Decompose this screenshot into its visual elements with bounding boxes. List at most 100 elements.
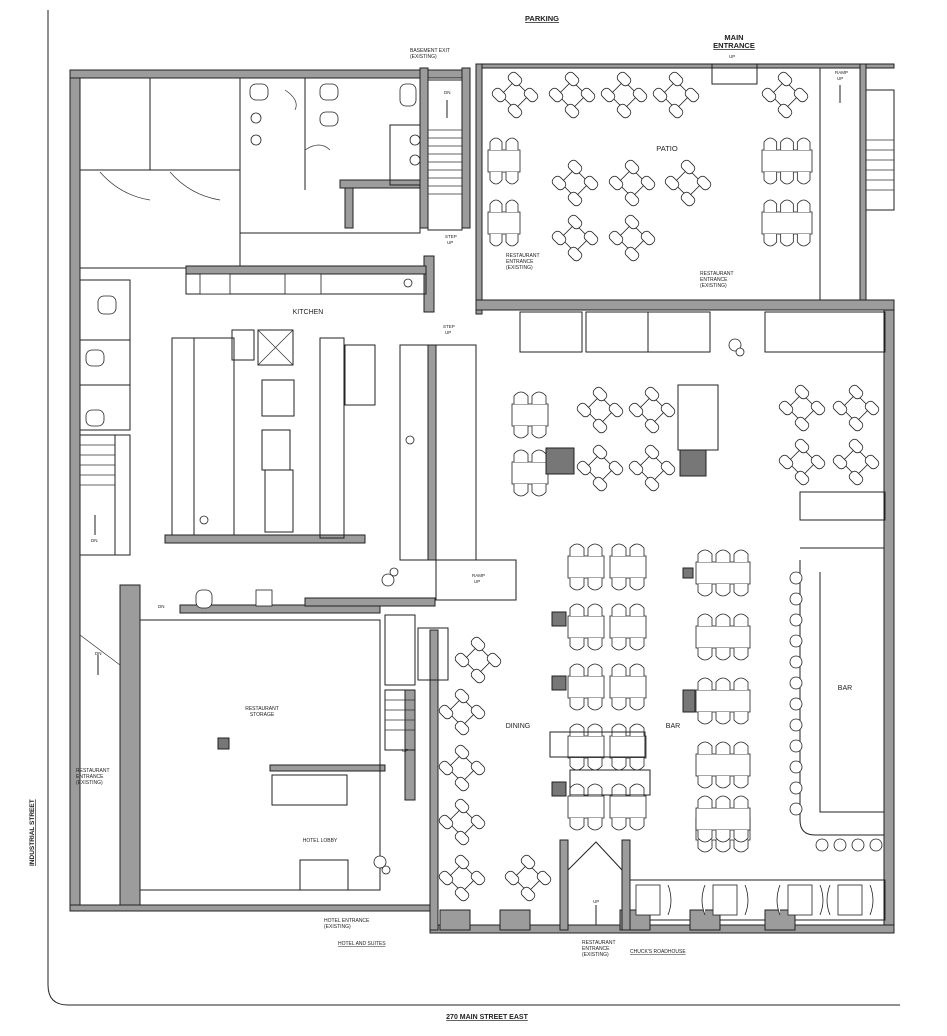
basement-exit-label-2: (EXISTING) xyxy=(410,54,437,60)
bar-area-label: BAR xyxy=(666,723,680,730)
bar-stool xyxy=(851,838,865,852)
chucks-roadhouse-label: CHUCK'S ROADHOUSE xyxy=(630,949,686,955)
four-top-table xyxy=(832,384,880,432)
four-top-table xyxy=(576,444,624,492)
office-rooms xyxy=(79,77,241,269)
bar-stool xyxy=(789,760,803,774)
kitchen-label: KITCHEN xyxy=(293,309,324,316)
rect-table xyxy=(567,663,605,711)
toilet-icon xyxy=(249,83,269,101)
dining-label: DINING xyxy=(506,723,531,730)
west-stair xyxy=(79,434,131,556)
up-label-2: UP xyxy=(593,899,599,904)
parking-label: PARKING xyxy=(525,14,559,23)
restaurant-entrance-patio-label: RESTAURANT xyxy=(700,271,734,277)
bar-stool xyxy=(789,613,803,627)
rect-table xyxy=(609,603,647,651)
industrial-street-label: INDUSTRIAL STREET xyxy=(29,799,36,866)
basement-exit-label: BASEMENT EXIT xyxy=(410,48,450,54)
four-top-table xyxy=(438,688,486,736)
rect-table xyxy=(567,603,605,651)
bar-stool xyxy=(869,838,883,852)
bar-stool xyxy=(789,634,803,648)
rect-table xyxy=(511,449,549,497)
restaurant-entrance-left-label: RESTAURANT xyxy=(506,253,540,259)
restaurant-storage-label-2: STORAGE xyxy=(250,712,275,718)
rect-table xyxy=(609,783,647,831)
bar-stool xyxy=(833,838,847,852)
four-top-table xyxy=(551,159,599,207)
washrooms-top xyxy=(239,77,421,234)
rect-table xyxy=(609,723,647,771)
four-top-table xyxy=(608,214,656,262)
four-top-table xyxy=(628,444,676,492)
four-top-table xyxy=(664,159,712,207)
four-top-table xyxy=(832,438,880,486)
rect-table xyxy=(695,549,751,597)
down-label-3: DN xyxy=(158,604,165,609)
four-top-table xyxy=(454,636,502,684)
toilet-icon xyxy=(319,83,339,101)
bar-stool xyxy=(789,676,803,690)
toilet-icon xyxy=(195,589,213,609)
restaurant-entrance-east-label: RESTAURANT xyxy=(76,768,110,774)
ramp-up-label-2: UP xyxy=(474,579,480,584)
booths-south xyxy=(439,879,886,931)
accessible-icon xyxy=(373,855,391,875)
patio-label: PATIO xyxy=(656,144,678,153)
property-boundary-line xyxy=(47,10,900,1006)
south-vestibule xyxy=(559,839,631,931)
four-top-table xyxy=(761,71,809,119)
accessible-icon xyxy=(381,567,399,587)
exterior-walls xyxy=(69,63,895,934)
four-top-table xyxy=(778,384,826,432)
bar-counter xyxy=(789,547,884,852)
step-up-label-b2: UP xyxy=(445,330,451,335)
rect-table xyxy=(695,613,751,661)
patio-area xyxy=(481,63,895,301)
down-label: DN xyxy=(444,90,451,95)
down-label-2: DN xyxy=(91,538,98,543)
up-label-3: UP xyxy=(729,54,735,59)
rect-table xyxy=(761,137,813,185)
four-top-table xyxy=(491,71,539,119)
four-top-table xyxy=(438,744,486,792)
four-top-table xyxy=(628,386,676,434)
sink-icon xyxy=(409,154,421,166)
main-entrance-label-2: ENTRANCE xyxy=(713,41,755,50)
west-washrooms xyxy=(79,279,131,431)
restaurant-entrance-left-label-2: ENTRANCE xyxy=(506,259,534,265)
four-top-table xyxy=(548,71,596,119)
rect-table xyxy=(511,391,549,439)
bar-stool xyxy=(789,802,803,816)
step-up-label-2: UP xyxy=(447,240,453,245)
booths-north xyxy=(519,311,886,353)
booth-table xyxy=(776,884,824,916)
ramp-up-label-b: RAMP xyxy=(835,70,848,75)
hotel-entrance-label: HOTEL ENTRANCE xyxy=(324,918,370,924)
four-top-table xyxy=(551,214,599,262)
hotel-entrance-label-2: (EXISTING) xyxy=(324,924,351,930)
four-top-table xyxy=(778,438,826,486)
four-top-table xyxy=(652,71,700,119)
rect-table xyxy=(695,795,751,843)
rect-table xyxy=(487,137,521,185)
four-top-table xyxy=(438,854,486,902)
dining-area xyxy=(435,384,886,902)
toilet-icon xyxy=(85,349,105,367)
rect-table xyxy=(567,783,605,831)
bar-counter-label: BAR xyxy=(838,685,852,692)
toilet-icon xyxy=(399,83,417,107)
up-label: UP xyxy=(402,748,408,753)
restaurant-entrance-patio-label-2: ENTRANCE xyxy=(700,277,728,283)
main-entrance-label: MAIN xyxy=(724,33,743,42)
bar-stool xyxy=(789,697,803,711)
main-street-label: 270 MAIN STREET EAST xyxy=(446,1014,528,1021)
hotel-lobby-label: HOTEL LOBBY xyxy=(303,838,338,844)
accessible-icon xyxy=(728,338,745,357)
restaurant-entrance-east-label-2: ENTRANCE xyxy=(76,774,104,780)
rect-table xyxy=(487,199,521,247)
sink-icon xyxy=(409,134,421,146)
bar-stool xyxy=(789,571,803,585)
restaurant-storage-label: RESTAURANT xyxy=(245,706,279,712)
